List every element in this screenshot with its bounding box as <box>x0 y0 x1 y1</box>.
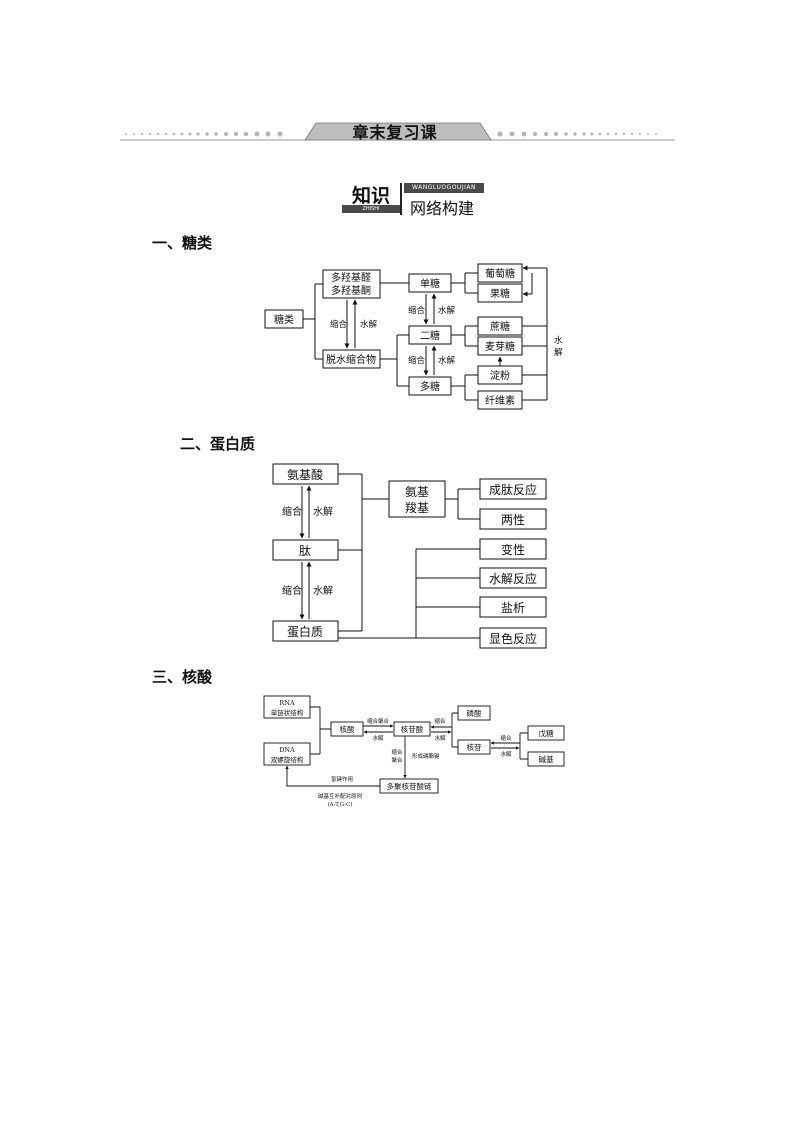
label-poly: 多糖 <box>420 380 440 393</box>
bracket-poly <box>451 374 478 401</box>
label-condense-mid2: 缩合 <box>408 355 426 366</box>
label-side-solve: 解 <box>554 347 563 358</box>
label-sugar-root: 糖类 <box>274 313 294 326</box>
label-hydrolyze-mid1: 水解 <box>438 305 456 316</box>
label-fructose: 果糖 <box>490 287 510 300</box>
label-base: 碱基 <box>539 754 554 764</box>
header-banner <box>120 122 675 141</box>
label-nucleotide: 核苷酸 <box>401 724 424 734</box>
label-hbond: 氢键作用 <box>331 775 353 783</box>
label-mono: 单糖 <box>420 277 440 290</box>
label-nucleic-acid: 核酸 <box>340 724 355 734</box>
label-amino-acid: 氨基酸 <box>287 467 323 482</box>
label-rna-structure: 单链状结构 <box>271 708 304 717</box>
label-vertical-condense: 缩合 <box>391 748 403 756</box>
label-condense-1: 缩合 <box>282 505 302 518</box>
label-hydrolysis-reaction: 水解反应 <box>489 571 537 586</box>
label-sucrose: 蔗糖 <box>490 320 510 333</box>
label-pairing: 碱基互补配对原则 <box>318 792 362 800</box>
bracket-rna-dna <box>310 706 331 755</box>
section-title-protein: 二、蛋白质 <box>180 435 256 453</box>
label-salting-out: 盐析 <box>501 601 525 615</box>
label-cellulose: 纤维素 <box>485 394 515 407</box>
bracket-dehydration <box>380 334 409 387</box>
label-peptide: 肽 <box>299 543 311 558</box>
label-hydrolyze-nt: 水解 <box>434 734 446 742</box>
label-phosphate: 磷酸 <box>467 708 482 718</box>
label-amino-group: 氨基 <box>405 485 429 499</box>
badge-pinyin-left: ZHISHI <box>342 205 400 213</box>
section-title-sugar: 一、糖类 <box>152 234 213 252</box>
label-dna: DNA <box>279 746 295 754</box>
label-starch: 淀粉 <box>490 369 510 382</box>
label-polycondense: 缩合聚合 <box>367 717 390 725</box>
label-peptide-reaction: 成肽反应 <box>489 482 537 497</box>
label-maltose: 麦芽糖 <box>485 340 515 353</box>
label-condense-2: 缩合 <box>282 584 302 597</box>
label-amphoteric: 两性 <box>501 513 525 527</box>
section-title-nucleic: 三、核酸 <box>152 668 213 686</box>
label-nucleoside: 核苷 <box>467 742 482 752</box>
badge-left-text: 知识 <box>352 185 391 207</box>
bracket-groups <box>445 488 480 520</box>
label-hydrolyze-ns: 水解 <box>500 750 512 758</box>
label-phosphodiester: 形成磷酯键 <box>412 752 440 760</box>
label-condense-ns: 缩合 <box>500 734 512 742</box>
label-di: 二糖 <box>420 329 440 342</box>
label-polynucleotide: 多聚核苷酸链 <box>387 781 432 791</box>
banner-tab <box>304 122 492 141</box>
label-hydrolyze-1: 水解 <box>313 505 333 518</box>
label-condense-mid1: 缩合 <box>408 305 426 316</box>
label-carboxyl-group: 羧基 <box>405 500 429 515</box>
label-condense-left: 缩合 <box>330 319 348 330</box>
bracket-pentose-base <box>519 732 528 760</box>
badge-right-text: 网络构建 <box>410 199 475 218</box>
label-condense-nt: 缩合 <box>434 717 446 725</box>
label-hydrolyze-left: 水解 <box>360 319 378 330</box>
bracket-root <box>303 283 323 360</box>
label-pairing-rule: (A-T,G-C) <box>327 801 352 808</box>
link-hbond <box>286 766 380 787</box>
bracket-mono <box>451 272 478 294</box>
bus-properties <box>338 548 480 639</box>
label-polyhydroxy-aldehyde: 多羟基醛 <box>331 271 371 284</box>
badge-pinyin-right: WANGLUOGOUJIAN <box>404 183 484 193</box>
label-vertical-poly: 聚合 <box>391 756 403 764</box>
banner-dots-left <box>125 131 283 137</box>
label-dna-structure: 双螺旋结构 <box>271 755 304 764</box>
sugar-diagram: 糖类 多羟基醛 多羟基酮 脱水缩合物 单糖 二糖 多糖 葡萄糖 果糖 蔗糖 麦芽… <box>264 263 563 410</box>
label-glucose: 葡萄糖 <box>485 267 515 280</box>
box-nucleotide <box>393 721 431 737</box>
label-side-water: 水 <box>554 335 563 346</box>
label-hydrolyze-mid2: 水解 <box>438 355 456 366</box>
bracket-phos-nuc <box>451 712 458 748</box>
chapter-title: 章末复习课 <box>352 123 438 142</box>
banner-dots-right <box>497 131 657 137</box>
bracket-di <box>451 325 478 347</box>
label-protein: 蛋白质 <box>287 624 323 639</box>
label-color-reaction: 显色反应 <box>489 631 537 646</box>
label-hydrolyze-2: 水解 <box>313 584 333 597</box>
label-dehydration: 脱水缩合物 <box>326 353 376 366</box>
label-pentose: 戊糖 <box>539 728 554 738</box>
label-rna: RNA <box>279 699 295 707</box>
label-hydrolyze-na: 水解 <box>372 734 384 742</box>
hydrolysis-bus <box>522 268 548 401</box>
protein-diagram: 氨基酸 肽 蛋白质 氨基 羧基 成肽反应 两性 变性 水解反应 盐析 显色反应 … <box>272 463 547 649</box>
label-polyhydroxy-ketone: 多羟基酮 <box>331 284 371 297</box>
label-denature: 变性 <box>501 542 525 557</box>
bus-groups <box>338 473 389 632</box>
badge-divider <box>400 183 402 215</box>
nucleic-diagram: RNA 单链状结构 DNA 双螺旋结构 核酸 核苷酸 磷酸 核苷 戊糖 碱基 多… <box>263 695 565 808</box>
